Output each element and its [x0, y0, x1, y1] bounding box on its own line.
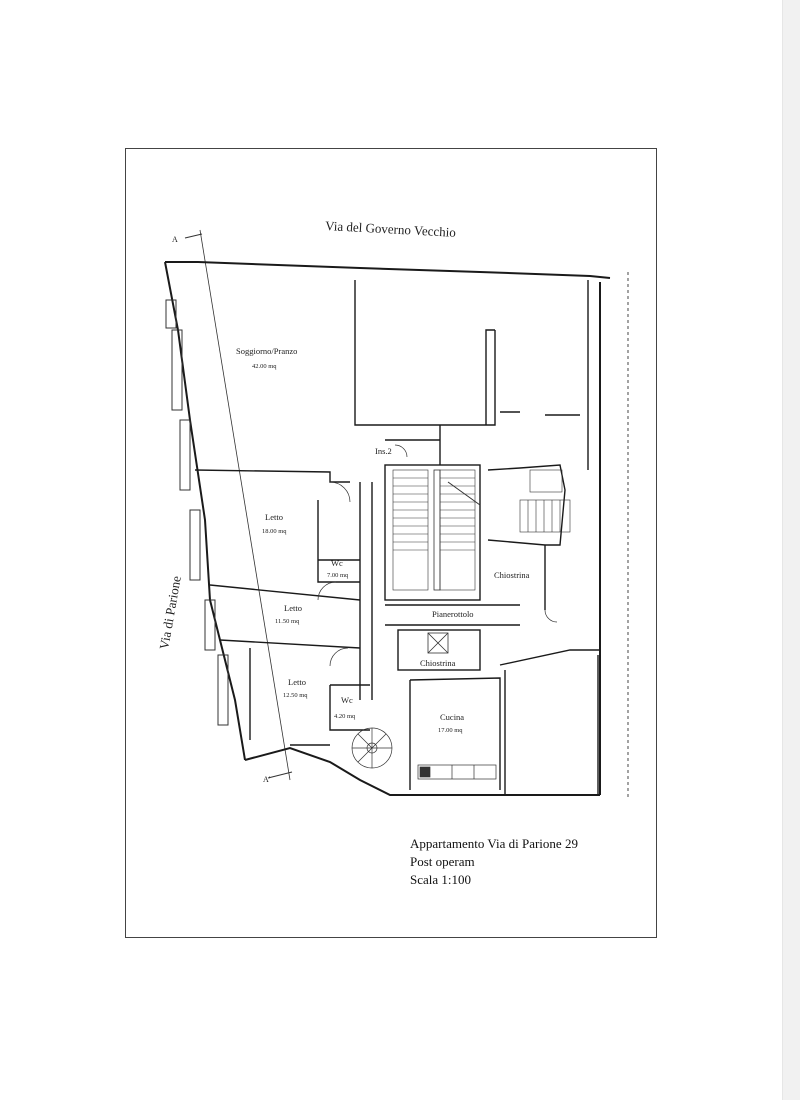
room-name-soggiorno: Soggiorno/Pranzo — [236, 346, 297, 356]
street-label-north: Via del Governo Vecchio — [325, 218, 456, 240]
page-scrollbar[interactable] — [782, 0, 800, 1100]
service-staircase — [519, 469, 571, 533]
caption-scale: Scala 1:100 — [410, 872, 472, 887]
room-name-wc-1: Wc — [331, 558, 343, 568]
elevator-shaft — [427, 632, 449, 654]
room-name-letto-1: Letto — [265, 512, 283, 522]
outer-walls — [164, 261, 629, 800]
room-name-pianerottolo: Pianerottolo — [432, 609, 474, 619]
room-area-wc-2: 4.20 mq — [334, 713, 356, 720]
room-name-chiostrina-1: Chiostrina — [494, 570, 530, 580]
kitchen-counter — [417, 764, 497, 780]
room-area-letto-3: 12.50 mq — [283, 692, 308, 699]
caption-subtitle: Post operam — [410, 854, 475, 869]
west-facade-pilasters — [165, 299, 229, 726]
room-area-letto-1: 18.00 mq — [262, 528, 287, 535]
room-name-cucina: Cucina — [440, 712, 464, 722]
caption-title: Appartamento Via di Parione 29 — [410, 836, 578, 851]
room-name-letto-3: Letto — [288, 677, 306, 687]
room-area-letto-2: 11.50 mq — [275, 618, 300, 625]
door-swings — [317, 444, 558, 667]
section-mark-bottom: A' — [263, 775, 271, 784]
stair-label: Ins.2 — [375, 446, 392, 456]
drawing-caption: Appartamento Via di Parione 29 Post oper… — [410, 835, 650, 889]
section-line-a — [184, 229, 293, 781]
room-name-wc-2: Wc — [341, 695, 353, 705]
main-staircase — [392, 469, 481, 591]
section-mark-top: A — [172, 235, 178, 244]
drawing-sheet-border — [125, 148, 657, 938]
spiral-staircase — [351, 727, 393, 769]
room-name-chiostrina-2: Chiostrina — [420, 658, 456, 668]
interior-walls — [194, 280, 600, 795]
room-area-wc-1: 7.00 mq — [327, 572, 349, 579]
room-name-letto-2: Letto — [284, 603, 302, 613]
street-label-west: Via di Parione — [156, 575, 184, 651]
room-area-cucina: 17.00 mq — [438, 727, 463, 734]
room-area-soggiorno: 42.00 mq — [252, 363, 277, 370]
